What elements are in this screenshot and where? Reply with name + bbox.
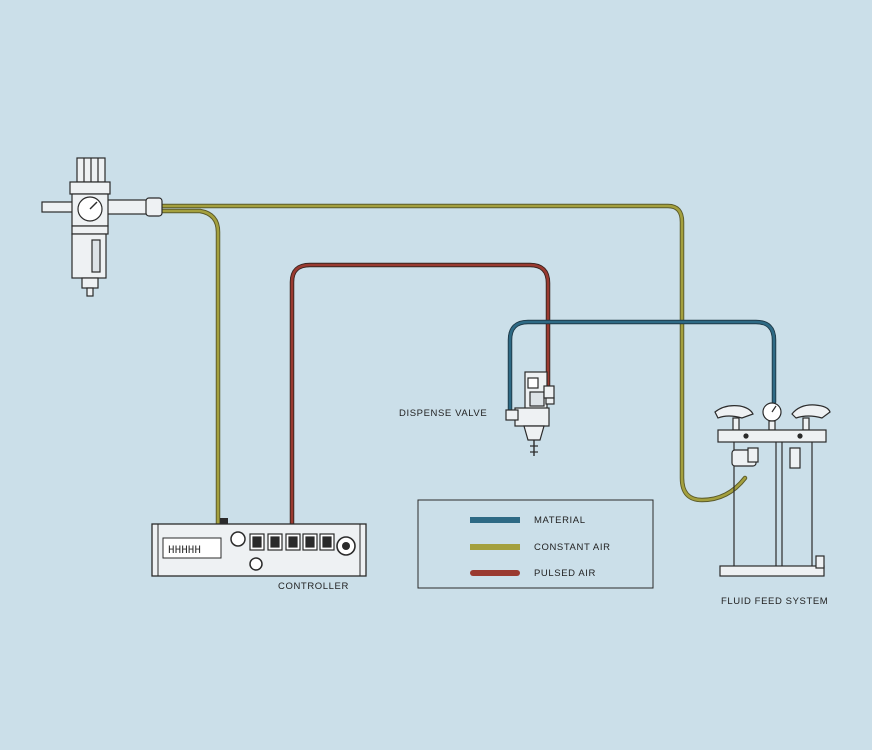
- controller-display: [162, 537, 222, 559]
- constant-air-hose-to-controller: [159, 208, 221, 527]
- legend-label-pulsed-air: PULSED AIR: [534, 568, 596, 579]
- legend-swatch-constant-air: [470, 544, 520, 550]
- legend-item-constant-air: CONSTANT AIR: [470, 542, 611, 553]
- controller-display-readout: HHHHH: [168, 545, 201, 557]
- controller-knob-icon: [249, 557, 263, 571]
- legend-item-material: MATERIAL: [470, 515, 586, 526]
- controller-switch-bank: [249, 533, 335, 551]
- hoses: [157, 203, 777, 527]
- dispense-valve: [505, 371, 555, 456]
- constant-air-hose-to-feed: [157, 203, 748, 503]
- legend: MATERIAL CONSTANT AIR PULSED AIR: [417, 499, 654, 589]
- legend-swatch-pulsed-air: [470, 570, 520, 576]
- air-filter-regulator: [41, 157, 163, 297]
- controller: HHHHH: [151, 518, 367, 577]
- dispense-valve-label: DISPENSE VALVE: [399, 408, 487, 419]
- legend-swatch-material: [470, 517, 520, 523]
- legend-label-constant-air: CONSTANT AIR: [534, 542, 611, 553]
- legend-item-pulsed-air: PULSED AIR: [470, 568, 596, 579]
- controller-knob-icon: [230, 531, 246, 547]
- fluid-feed-system: [714, 402, 831, 577]
- fluid-feed-system-label: FLUID FEED SYSTEM: [721, 596, 828, 607]
- legend-box: [417, 499, 654, 589]
- controller-label: CONTROLLER: [278, 581, 349, 592]
- legend-label-material: MATERIAL: [534, 515, 586, 526]
